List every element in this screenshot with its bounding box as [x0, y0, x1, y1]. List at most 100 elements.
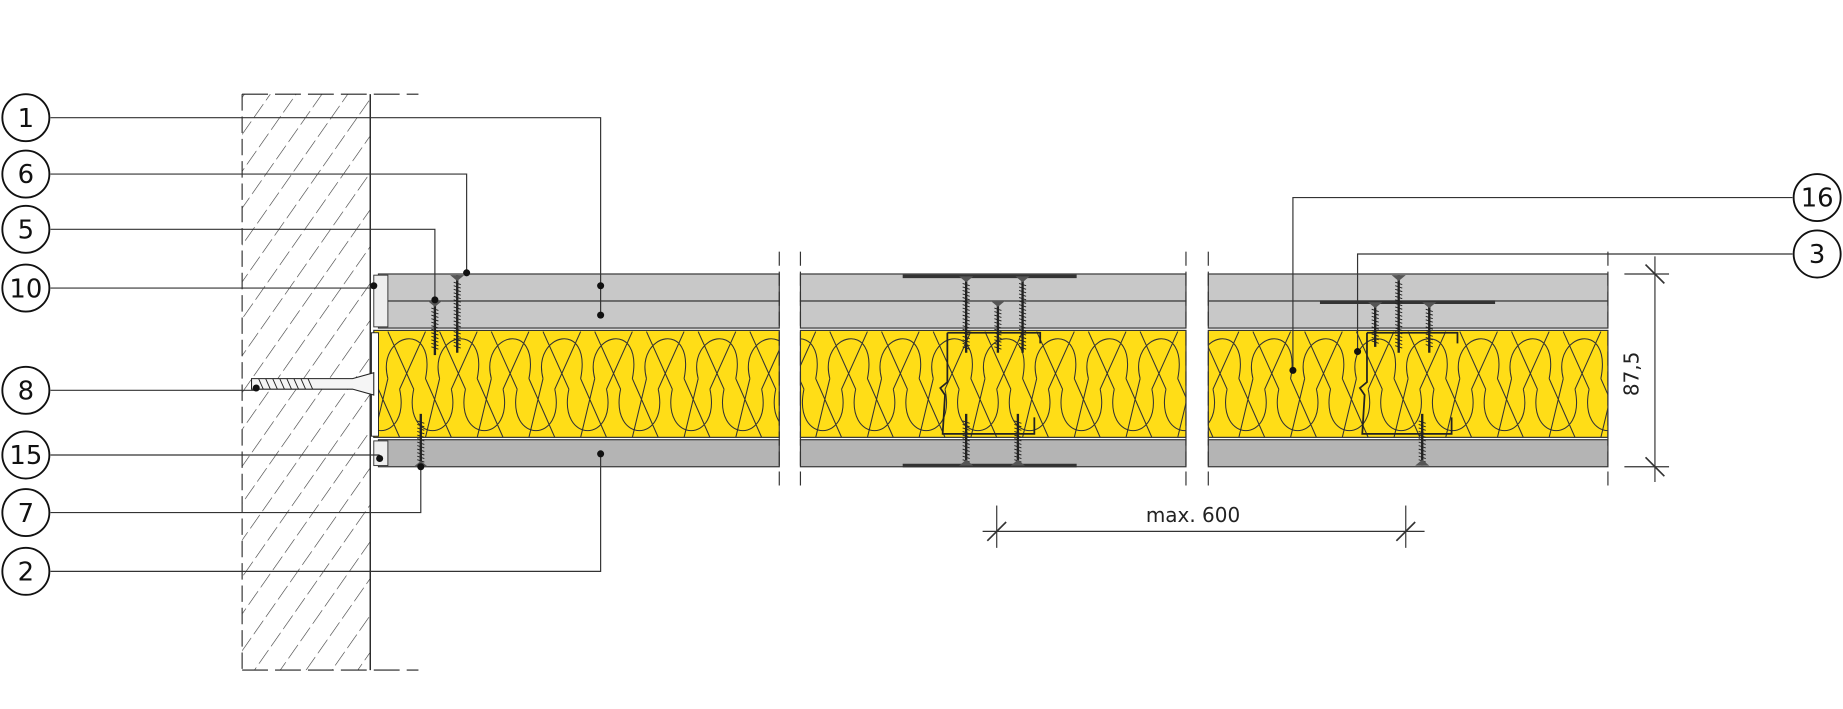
wall-anchor	[251, 372, 375, 396]
callout-circle	[1, 430, 51, 480]
mineral-wool-insulation	[373, 329, 780, 438]
screw-thread	[1418, 420, 1426, 463]
leader-dot	[1289, 366, 1297, 374]
screw-thread	[962, 282, 970, 350]
callout-number: 5	[18, 215, 34, 245]
screw	[1010, 413, 1025, 466]
callout-5: 5	[1, 204, 51, 254]
screw-thread	[1014, 420, 1022, 463]
leader-line	[50, 453, 602, 572]
callout-number: 16	[1801, 184, 1834, 214]
wool-lobes	[373, 331, 780, 438]
plasterboard-outer	[377, 273, 780, 302]
mineral-wool-insulation	[1207, 329, 1609, 438]
leader-dot	[597, 450, 605, 458]
screw-thread	[1425, 308, 1433, 348]
wall-segments	[373, 273, 1609, 468]
plasterboard-lower	[377, 439, 780, 468]
screw	[1422, 302, 1437, 353]
screw-thread	[1018, 282, 1027, 350]
screw-head	[959, 459, 974, 466]
screw-head	[990, 301, 1005, 307]
callout-2: 2	[1, 546, 51, 596]
plasterboard-lower	[1207, 439, 1609, 468]
leader-dot	[376, 454, 384, 463]
screw-head	[1010, 459, 1025, 466]
screw-head	[1391, 275, 1406, 282]
callout-circle	[1, 365, 51, 415]
plasterboard-inner	[799, 300, 1187, 329]
plasterboard-inner	[1207, 300, 1609, 329]
callout-3: 3	[1792, 229, 1842, 279]
screw	[959, 413, 974, 466]
screw	[1015, 276, 1030, 353]
callout-1: 1	[1, 93, 51, 143]
callout-number: 10	[9, 274, 42, 304]
screw-thread	[962, 420, 970, 463]
leader-line	[1356, 253, 1793, 352]
insulation-pattern	[800, 331, 1186, 438]
leader-line	[50, 117, 602, 316]
screw	[413, 413, 428, 467]
insulation-pattern	[1208, 331, 1608, 438]
callout-circle	[1, 546, 51, 596]
leader-dot	[463, 269, 471, 277]
callout-circle	[1, 263, 51, 313]
leader-dot	[252, 384, 260, 392]
screw-head	[1422, 302, 1437, 309]
plasterboard-outer	[1207, 273, 1609, 302]
callout-15: 15	[1, 430, 51, 480]
callout-6: 6	[1, 149, 51, 199]
dimension-thickness: 87,5	[1619, 256, 1670, 483]
leader-line	[50, 173, 468, 273]
leader-dot	[431, 296, 439, 304]
callout-16: 16	[1792, 173, 1842, 223]
screw-thread	[431, 307, 439, 350]
callout-number: 6	[18, 160, 34, 190]
edge-seal-upper	[373, 274, 389, 328]
screw-thread	[453, 281, 461, 349]
screw-head	[1368, 302, 1383, 309]
plasterboard-lower	[799, 439, 1187, 468]
callout-8: 8	[1, 365, 51, 415]
callout-circle	[1, 93, 51, 143]
leader-dot	[417, 463, 425, 471]
stud-spacing-label: max. 600	[1146, 503, 1240, 527]
screw	[427, 301, 442, 356]
c-stud-profile	[1358, 331, 1459, 435]
leader-line	[50, 228, 436, 300]
c-stud-profile	[939, 331, 1042, 435]
insulation-pattern	[373, 331, 780, 438]
callout-circle	[1, 204, 51, 254]
callout-number: 7	[18, 499, 34, 529]
callout-number: 3	[1809, 240, 1825, 270]
plasterboard-inner	[377, 300, 780, 329]
screw	[1415, 413, 1430, 466]
callout-7: 7	[1, 488, 51, 538]
callout-circle	[1, 149, 51, 199]
callout-number: 15	[9, 441, 42, 471]
leader-dot	[597, 311, 605, 319]
screw-thread	[417, 420, 425, 463]
callout-number: 1	[18, 104, 34, 134]
callout-number: 8	[18, 377, 34, 407]
screw-thread	[994, 307, 1002, 350]
wool-lobes	[1208, 331, 1608, 438]
screw-head	[1415, 459, 1430, 466]
screw	[1391, 275, 1406, 353]
screw-thread	[1371, 308, 1379, 344]
leader-dot	[597, 282, 605, 290]
screw-head	[1015, 276, 1030, 283]
callout-circle	[1, 488, 51, 538]
metal-studs	[413, 274, 1496, 468]
leader-dot	[1354, 348, 1362, 356]
callout-circle	[1792, 229, 1842, 279]
screw	[990, 301, 1005, 353]
callout-circle	[1792, 173, 1842, 223]
screw-head	[450, 275, 465, 282]
screw-thread	[1395, 281, 1403, 349]
screw	[450, 275, 465, 353]
leader-dot	[370, 282, 378, 290]
